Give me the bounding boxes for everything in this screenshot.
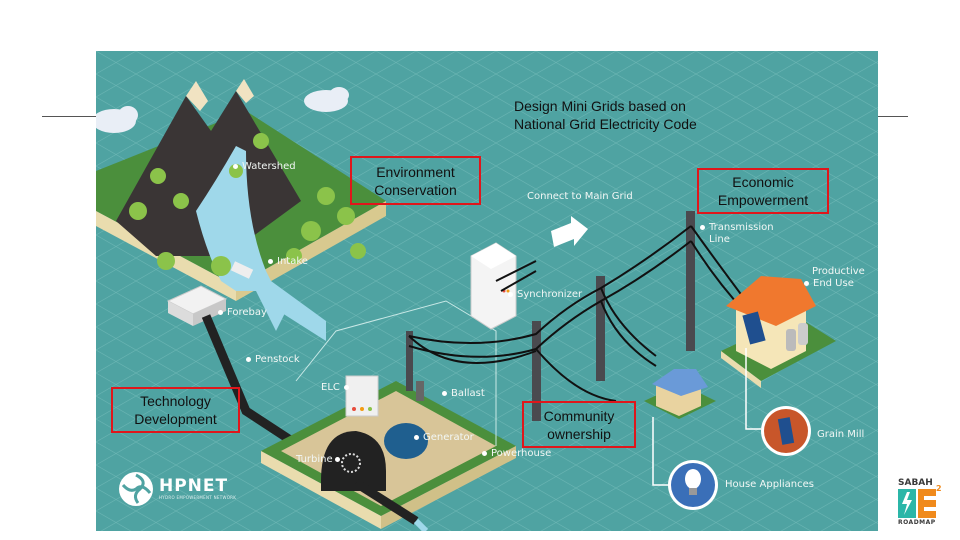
hpnet-subtitle: HYDRO EMPOWERMENT NETWORK — [159, 495, 237, 500]
clouds — [96, 87, 349, 133]
river — [196, 146, 286, 331]
re-mark-icon — [898, 489, 936, 518]
hpnet-name: HPNET — [159, 476, 229, 496]
generator — [384, 423, 428, 459]
main-grid-arrow — [551, 216, 588, 247]
label-forebay: Forebay — [218, 307, 267, 319]
label-ballast: Ballast — [442, 388, 485, 400]
grain-mill-badge — [761, 406, 811, 456]
house-appliances-badge — [668, 460, 718, 510]
ballast — [416, 381, 424, 401]
hpnet-logo: HPNET HYDRO EMPOWERMENT NETWORK — [118, 469, 236, 509]
mountain — [116, 91, 301, 256]
hpnet-swirl — [118, 471, 154, 507]
title-rule-right — [878, 116, 908, 117]
illustration-art — [96, 51, 878, 531]
powerhouse-island — [261, 300, 516, 531]
label-turbine: Turbine — [296, 454, 344, 466]
label-synchronizer: Synchronizer — [508, 289, 582, 301]
label-penstock: Penstock — [246, 354, 300, 366]
synchronizer-cabinet — [470, 242, 517, 330]
label-connect-main-grid: Connect to Main Grid — [527, 191, 633, 202]
light-bulb-icon — [685, 469, 701, 489]
label-grain-mill: Grain Mill — [817, 429, 865, 440]
label-watershed: Watershed — [233, 161, 296, 173]
hpnet-wordmark: HPNET HYDRO EMPOWERMENT NETWORK — [159, 477, 236, 501]
power-poles — [406, 211, 695, 421]
small-house — [644, 369, 716, 419]
label-house-appliances: House Appliances — [725, 479, 814, 490]
label-intake: Intake — [268, 256, 308, 268]
sabah-re2-roadmap-logo: SABAH 2 ROADMAP — [898, 478, 942, 526]
mini-grid-illustration: Watershed Intake Forebay Penstock ELC Ba… — [96, 51, 878, 531]
turbine — [321, 431, 386, 491]
slide-heading: Design Mini Grids based on National Grid… — [514, 98, 697, 132]
label-elc: ELC — [321, 382, 353, 394]
productive-house — [721, 276, 836, 388]
label-generator: Generator — [414, 432, 474, 444]
forebay-tank — [166, 261, 254, 326]
hpnet-swirl-icon — [119, 472, 153, 506]
label-powerhouse: Powerhouse — [482, 448, 551, 460]
trees — [129, 133, 366, 276]
title-rule-left — [42, 116, 98, 117]
